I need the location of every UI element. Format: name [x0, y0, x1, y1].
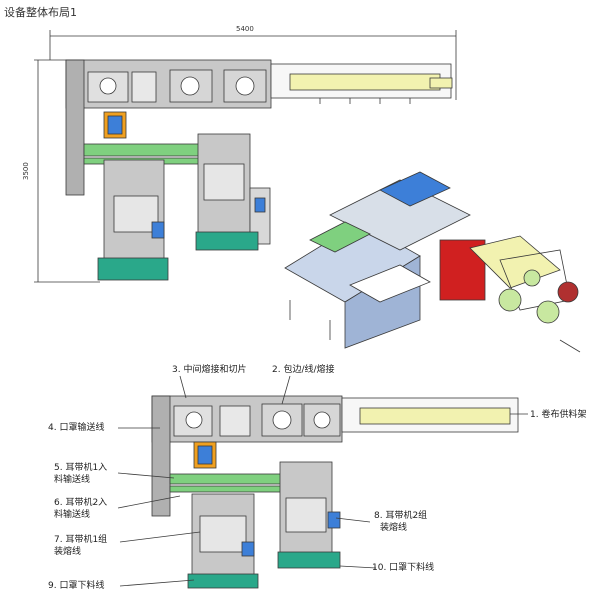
label-edge-welding: 2. 包边/线/熔接	[272, 365, 335, 375]
isometric-view	[284, 171, 581, 353]
height-dimension: 3500	[22, 162, 30, 180]
label-ear1-assembly-b: 装熔线	[54, 547, 82, 557]
top-plan-view	[34, 30, 457, 283]
label-ear1-assembly-a: 7. 耳带机1组	[54, 535, 108, 545]
labeled-plan-view	[117, 375, 528, 589]
label-ear2-feed-a: 6. 耳带机2入	[54, 498, 108, 508]
diagram-title: 设备整体布局1	[4, 6, 77, 19]
label-unload-line-1: 9. 口罩下料线	[48, 581, 105, 591]
label-mask-conveyor: 4. 口罩输送线	[48, 423, 105, 433]
label-ear2-assembly-a: 8. 耳带机2组	[374, 511, 428, 521]
label-middle-welding: 3. 中间熔接和切片	[172, 365, 247, 375]
label-ear2-feed-b: 料输送线	[54, 510, 91, 520]
width-dimension: 5400	[236, 25, 254, 33]
label-feed-rack: 1. 卷布供料架	[530, 410, 587, 420]
label-ear1-feed-b: 料输送线	[54, 475, 91, 485]
label-ear2-assembly-b: 装熔线	[380, 523, 408, 533]
label-ear1-feed-a: 5. 耳带机1入	[54, 463, 108, 473]
label-unload-line-2: 10. 口罩下料线	[372, 563, 435, 573]
